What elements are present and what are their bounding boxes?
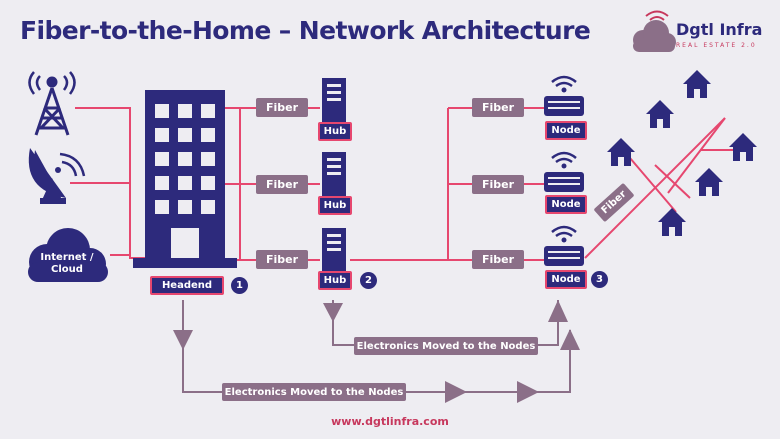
fiber-label: Fiber bbox=[472, 175, 524, 194]
headend-label: Headend bbox=[150, 276, 224, 295]
house-icon bbox=[646, 100, 674, 128]
step-badge-1: 1 bbox=[231, 277, 248, 294]
headend-building-icon bbox=[133, 90, 237, 268]
hub-label: Hub bbox=[318, 122, 352, 141]
node-router-icon bbox=[544, 151, 584, 192]
fiber-label: Fiber bbox=[472, 98, 524, 117]
home-icons bbox=[607, 70, 757, 236]
step-badge-2: 2 bbox=[360, 272, 377, 289]
dgtl-infra-logo-icon bbox=[633, 10, 676, 52]
hub-server-icon bbox=[322, 228, 346, 272]
house-icon bbox=[683, 70, 711, 98]
house-icon bbox=[607, 138, 635, 166]
brand-tagline: REAL ESTATE 2.0 bbox=[676, 42, 757, 49]
cloud-label-text: Internet / Cloud bbox=[40, 252, 94, 275]
electronics-moved-label: Electronics Moved to the Nodes bbox=[354, 337, 538, 355]
satellite-dish-icon bbox=[28, 148, 86, 204]
hub-server-icon bbox=[322, 152, 346, 196]
house-icon bbox=[695, 168, 723, 196]
radio-tower-icon bbox=[28, 71, 76, 136]
website-url[interactable]: www.dgtlinfra.com bbox=[331, 415, 449, 428]
node-router-icon bbox=[544, 75, 584, 116]
fiber-label: Fiber bbox=[256, 98, 308, 117]
fiber-label: Fiber bbox=[256, 250, 308, 269]
house-icon bbox=[729, 133, 757, 161]
hub-label: Hub bbox=[318, 196, 352, 215]
cloud-label: Internet / Cloud bbox=[34, 250, 100, 278]
hub-server-icon bbox=[322, 78, 346, 122]
brand-name: Dgtl Infra bbox=[676, 20, 763, 39]
cloud-icon bbox=[28, 228, 108, 282]
electronics-moved-label: Electronics Moved to the Nodes bbox=[222, 383, 406, 401]
hub-label: Hub bbox=[318, 271, 352, 290]
page-title: Fiber-to-the-Home – Network Architecture bbox=[20, 16, 591, 45]
node-router-icon bbox=[544, 225, 584, 266]
node-label: Node bbox=[545, 270, 587, 289]
fiber-label: Fiber bbox=[256, 175, 308, 194]
flow-arrowheads bbox=[173, 300, 580, 403]
fiber-label: Fiber bbox=[472, 250, 524, 269]
step-badge-3: 3 bbox=[591, 271, 608, 288]
house-icon bbox=[658, 208, 686, 236]
node-label: Node bbox=[545, 195, 587, 214]
node-label: Node bbox=[545, 121, 587, 140]
